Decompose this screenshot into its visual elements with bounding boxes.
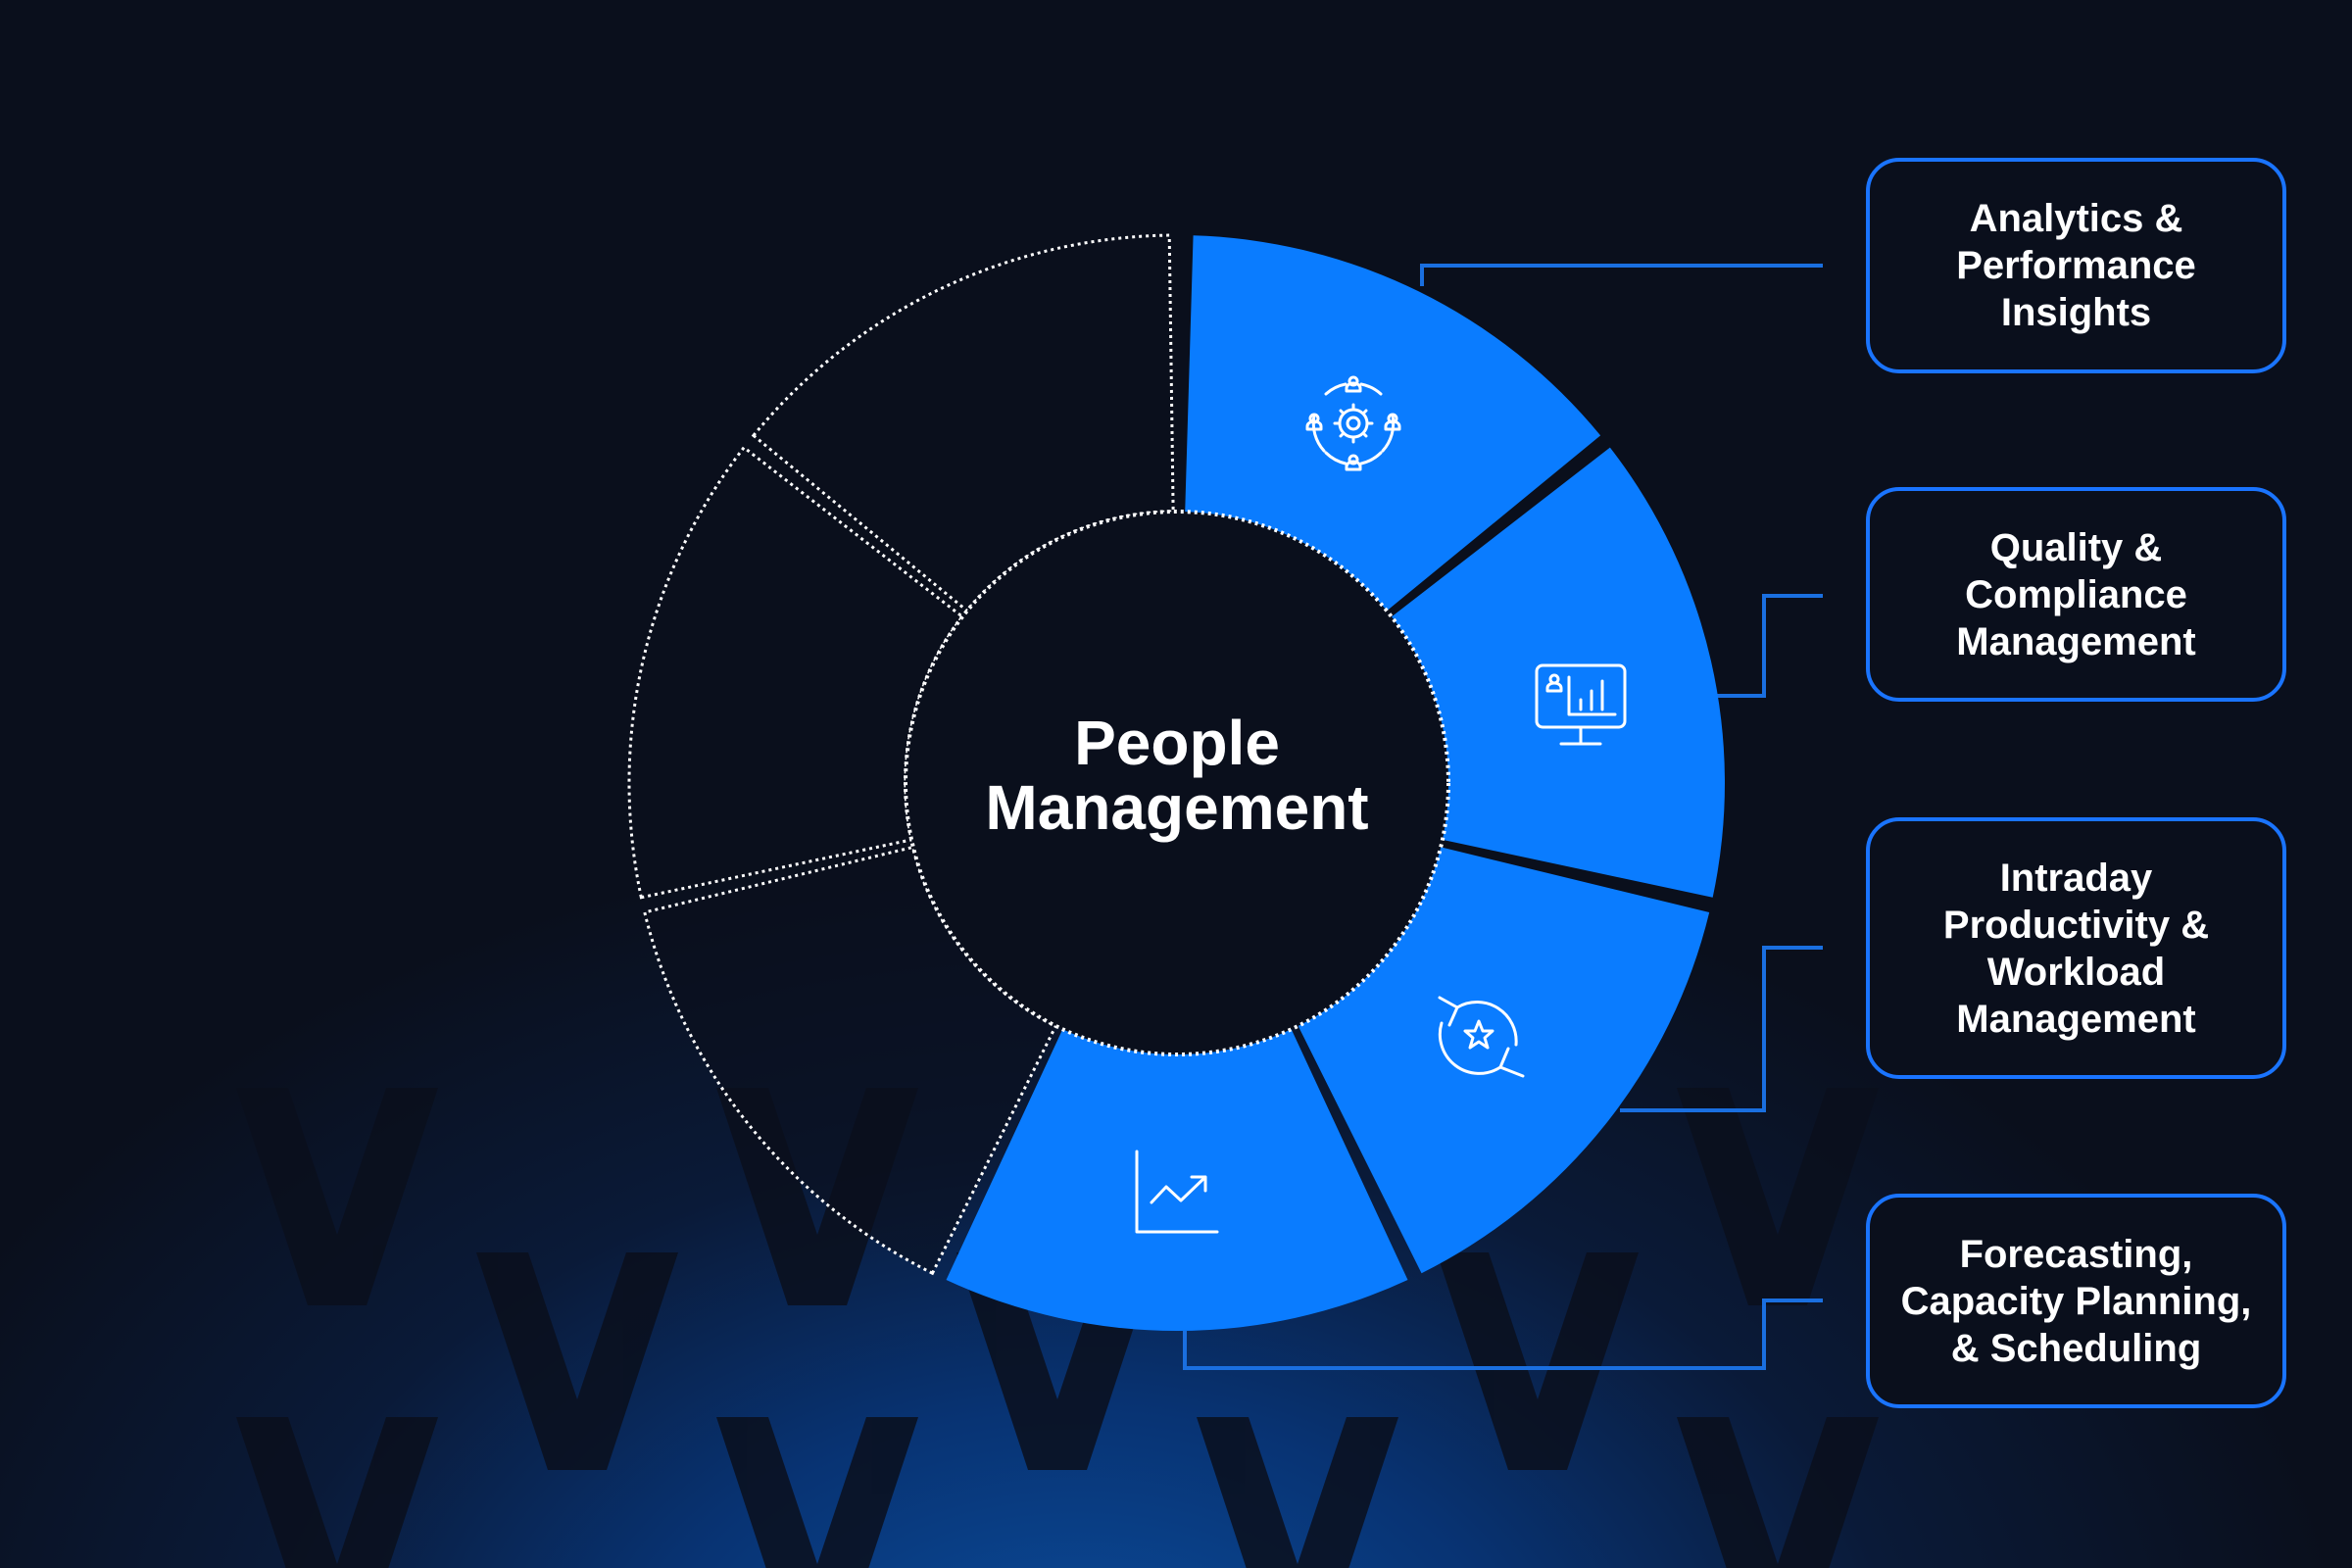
box-line: Compliance bbox=[1965, 572, 2187, 616]
box-line: & Scheduling bbox=[1950, 1326, 2202, 1370]
box-line: Performance bbox=[1956, 244, 2196, 287]
connector-intraday bbox=[1620, 946, 1823, 1112]
connector-lines bbox=[1183, 264, 1823, 1370]
donut-segment-4 bbox=[946, 1029, 1408, 1331]
box-line: Forecasting, bbox=[1959, 1232, 2193, 1276]
box-line: Analytics & bbox=[1969, 197, 2183, 240]
donut-segment-2 bbox=[1391, 447, 1726, 898]
v-watermark-letter bbox=[1197, 1417, 1398, 1568]
center-title-line1: People bbox=[1074, 708, 1280, 778]
box-line: Workload bbox=[1986, 950, 2166, 994]
box-line: Management bbox=[1956, 997, 2196, 1041]
refresh-star-icon bbox=[1438, 996, 1525, 1078]
box-line: Capacity Planning, bbox=[1900, 1279, 2252, 1323]
box-intraday-productivity-workload: Intraday Productivity & Workload Managem… bbox=[1866, 817, 2286, 1079]
monitor-chart-icon bbox=[1535, 663, 1627, 746]
box-line: Quality & bbox=[1989, 525, 2163, 569]
connector-analytics bbox=[1420, 264, 1823, 286]
box-forecasting-capacity-scheduling: Forecasting, Capacity Planning, & Schedu… bbox=[1866, 1194, 2286, 1408]
box-line: Intraday bbox=[1999, 856, 2153, 900]
trend-chart-icon bbox=[1135, 1150, 1219, 1234]
connector-quality bbox=[1717, 594, 1823, 698]
v-watermark-letter bbox=[236, 1417, 438, 1568]
v-watermark-letter bbox=[236, 1088, 438, 1305]
v-watermark-letter bbox=[1437, 1252, 1639, 1470]
center-title: People Management bbox=[903, 710, 1451, 840]
v-watermark-letter bbox=[1677, 1417, 1879, 1568]
center-circle bbox=[904, 510, 1450, 1056]
v-watermark-letter bbox=[1677, 1088, 1879, 1305]
v-watermark-letter bbox=[716, 1417, 918, 1568]
box-quality-compliance-management: Quality & Compliance Management bbox=[1866, 487, 2286, 702]
box-line: Productivity & bbox=[1942, 903, 2210, 947]
people-gear-icon bbox=[1305, 375, 1401, 471]
v-watermark-letter bbox=[476, 1252, 678, 1470]
box-line: Insights bbox=[2000, 291, 2152, 334]
box-analytics-performance-insights: Analytics & Performance Insights bbox=[1866, 158, 2286, 373]
center-title-line2: Management bbox=[985, 772, 1369, 843]
connector-forecasting bbox=[1183, 1298, 1823, 1370]
box-line: Management bbox=[1956, 619, 2196, 663]
